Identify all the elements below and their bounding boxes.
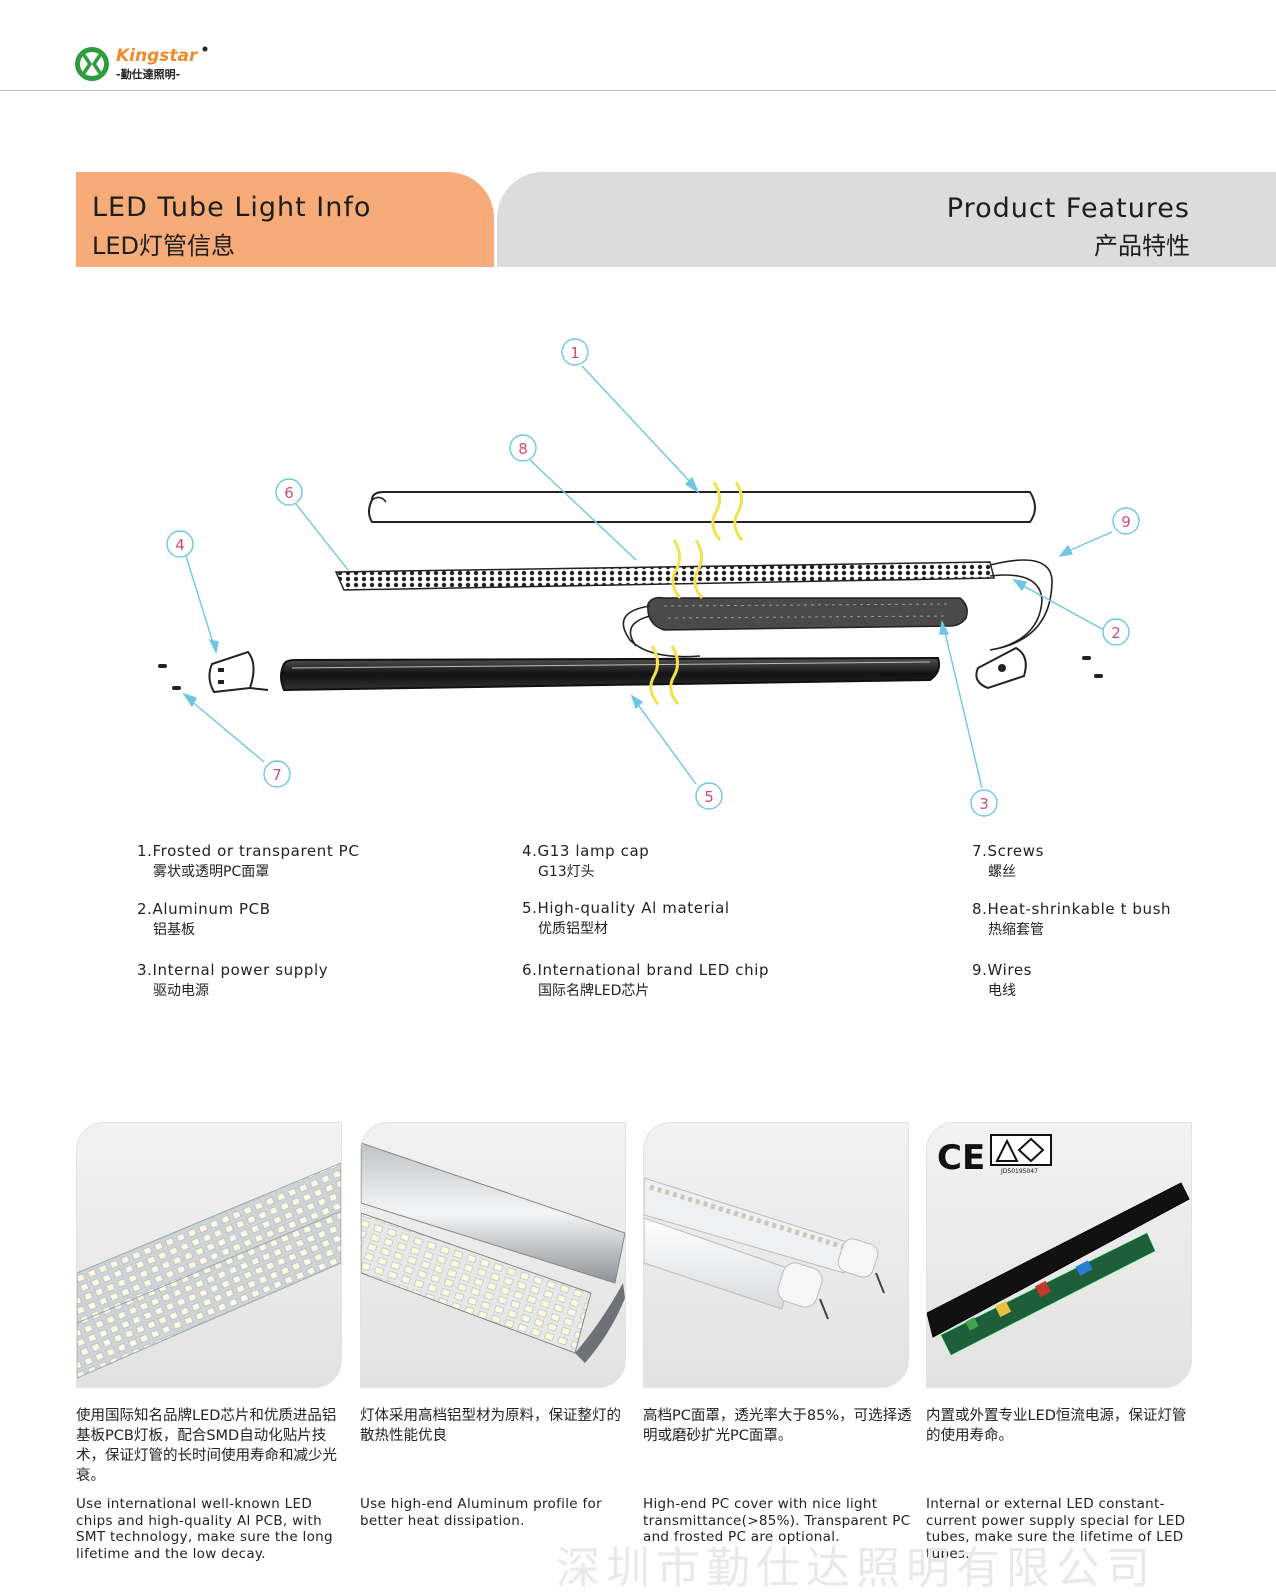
banner-left-subtitle: LED灯管信息 xyxy=(92,232,236,260)
part-label: 6.International brand LED chip xyxy=(522,961,770,979)
part-item-4: 4.G13 lamp cap G13灯头 xyxy=(522,842,649,881)
svg-text:1: 1 xyxy=(570,344,580,362)
part-item-3: 3.Internal power supply 驱动电源 xyxy=(137,961,328,1000)
callout-1: 1 xyxy=(561,338,589,366)
feature-desc-en-3: High-end PC cover with nice light transm… xyxy=(643,1496,911,1545)
break-marks xyxy=(649,481,744,705)
exploded-tube-diagram: 1 2 3 4 5 6 7 8 xyxy=(0,320,1276,820)
part-label-cn: G13灯头 xyxy=(538,864,595,880)
callout-7: 7 xyxy=(263,760,291,788)
part-label-cn: 螺丝 xyxy=(988,864,1016,880)
pc-cover xyxy=(368,491,1036,523)
callout-5: 5 xyxy=(695,782,723,810)
feature-desc-en-1: Use international well-known LED chips a… xyxy=(76,1496,333,1562)
feature-desc-cn-3: 高档PC面罩，透光率大于85%，可选择透明或磨砂扩光PC面罩。 xyxy=(643,1408,912,1444)
leader-lines xyxy=(182,365,1113,789)
end-cap-left xyxy=(208,650,269,694)
feature-desc-cn-1: 使用国际知名品牌LED芯片和优质进品铝基板PCB灯板，配合SMD自动化贴片技术，… xyxy=(76,1408,337,1484)
led-strip xyxy=(334,561,995,591)
callout-6: 6 xyxy=(275,478,303,506)
part-label-cn: 优质铝型材 xyxy=(538,921,608,937)
feature-image-aluminum-profile xyxy=(360,1122,626,1388)
banner-led-tube-info: LED Tube Light Info LED灯管信息 xyxy=(76,172,494,267)
banner-left-title: LED Tube Light Info xyxy=(92,192,372,223)
part-label: 8.Heat-shrinkable t bush xyxy=(972,900,1172,918)
part-label: 7.Screws xyxy=(972,842,1045,860)
part-item-5: 5.High-quality Al material 优质铝型材 xyxy=(522,899,730,938)
banner-right-title: Product Features xyxy=(946,193,1190,224)
svg-text:9: 9 xyxy=(1121,513,1131,531)
feature-desc-en-2: Use high-end Aluminum profile for better… xyxy=(360,1496,602,1529)
part-label-cn: 铝基板 xyxy=(153,922,195,938)
part-label-cn: 热缩套管 xyxy=(988,922,1044,938)
part-label: 3.Internal power supply xyxy=(137,961,329,979)
svg-text:JD50195047: JD50195047 xyxy=(1000,1168,1038,1175)
feature-desc-cn-4: 内置或外置专业LED恒流电源，保证灯管的使用寿命。 xyxy=(926,1408,1187,1444)
svg-text:4: 4 xyxy=(175,536,185,554)
callout-3: 3 xyxy=(970,789,998,817)
svg-text:3: 3 xyxy=(979,795,989,813)
wires xyxy=(622,559,1053,658)
feature-image-power-supply: CE JD50195047 xyxy=(926,1122,1192,1388)
aluminum-body xyxy=(280,656,940,692)
part-item-8: 8.Heat-shrinkable t bush 热缩套管 xyxy=(972,900,1171,939)
part-item-1: 1.Frosted or transparent PC 雾状或透明PC面罩 xyxy=(137,842,359,881)
callout-4: 4 xyxy=(166,530,194,558)
feature-desc-cn-2: 灯体采用高档铝型材为原料，保证整灯的散热性能优良 xyxy=(360,1408,621,1444)
feature-image-led-chips xyxy=(76,1122,342,1388)
banner-product-features: Product Features 产品特性 xyxy=(497,172,1276,267)
brand-logo: Kingstar -勤仕達照明- xyxy=(74,44,214,88)
callout-2: 2 xyxy=(1102,618,1130,646)
part-label: 5.High-quality Al material xyxy=(522,899,730,917)
callout-9: 9 xyxy=(1112,507,1140,535)
part-label: 2.Aluminum PCB xyxy=(137,900,271,918)
part-item-2: 2.Aluminum PCB 铝基板 xyxy=(137,900,271,939)
end-cap-right xyxy=(975,646,1027,690)
header-bar xyxy=(0,0,1276,91)
svg-text:8: 8 xyxy=(518,440,528,458)
banner-right-subtitle: 产品特性 xyxy=(1094,232,1190,260)
ce-mark-icon: CE JD50195047 xyxy=(937,1134,1052,1178)
part-item-9: 9.Wires 电线 xyxy=(972,961,1032,1000)
svg-text:6: 6 xyxy=(284,484,294,502)
logo-cn-text: -勤仕達照明- xyxy=(116,67,180,81)
part-label-cn: 国际名牌LED芯片 xyxy=(538,983,650,999)
part-label: 1.Frosted or transparent PC xyxy=(137,842,360,860)
svg-text:2: 2 xyxy=(1111,624,1121,642)
feature-desc-en-4: Internal or external LED constant-curren… xyxy=(926,1496,1186,1562)
part-label-cn: 驱动电源 xyxy=(153,983,209,999)
part-label-cn: 雾状或透明PC面罩 xyxy=(153,864,270,880)
callout-8: 8 xyxy=(509,434,537,462)
svg-text:5: 5 xyxy=(704,788,714,806)
part-item-7: 7.Screws 螺丝 xyxy=(972,842,1044,881)
part-label: 9.Wires xyxy=(972,961,1033,979)
svg-text:CE: CE xyxy=(937,1138,985,1178)
part-item-6: 6.International brand LED chip 国际名牌LED芯片 xyxy=(522,961,769,1000)
part-label-cn: 电线 xyxy=(988,983,1016,999)
logo-text: Kingstar xyxy=(116,46,199,66)
feature-image-pc-cover xyxy=(643,1122,909,1388)
screws xyxy=(158,656,1103,690)
power-supply xyxy=(647,596,968,631)
part-label: 4.G13 lamp cap xyxy=(522,842,650,860)
company-watermark: 深圳市勤仕达照明有限公司 xyxy=(556,1543,1156,1594)
svg-text:7: 7 xyxy=(272,766,282,784)
